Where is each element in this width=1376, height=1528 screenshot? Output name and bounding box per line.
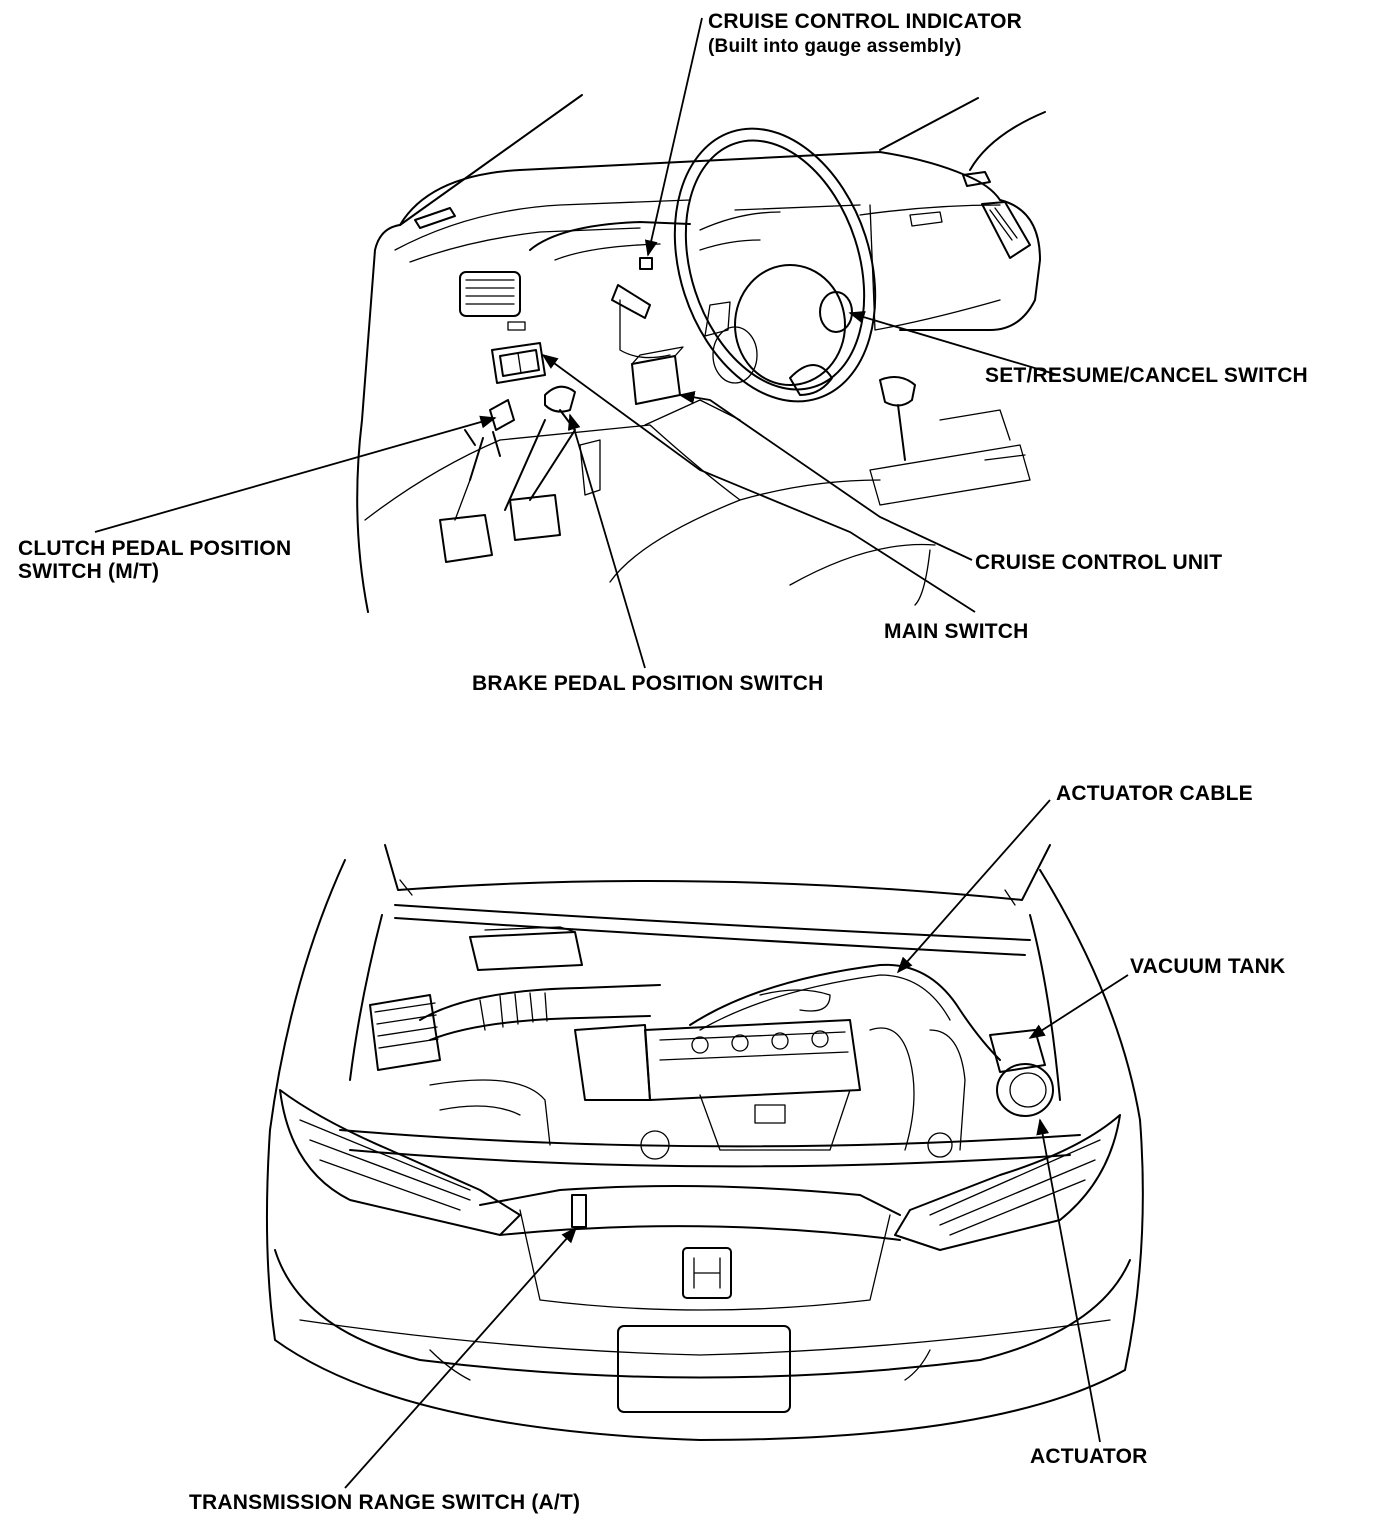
engine-bay-leader-lines — [344, 799, 1129, 1489]
cruise-control-indicator-note: (Built into gauge assembly) — [708, 36, 962, 57]
clutch-pedal-switch-label-line2: SWITCH (M/T) — [18, 560, 160, 583]
cruise-control-unit-label: CRUISE CONTROL UNIT — [975, 551, 1223, 574]
main-switch-label: MAIN SWITCH — [884, 620, 1029, 643]
vacuum-tank-label: VACUUM TANK — [1130, 955, 1286, 978]
set-resume-cancel-switch-label: SET/RESUME/CANCEL SWITCH — [985, 364, 1308, 387]
actuator-label: ACTUATOR — [1030, 1445, 1148, 1468]
dashboard-leader-lines — [94, 17, 1059, 669]
cruise-control-indicator-label: CRUISE CONTROL INDICATOR — [708, 10, 1022, 33]
brake-pedal-switch-label: BRAKE PEDAL POSITION SWITCH — [472, 672, 824, 695]
actuator-cable-label: ACTUATOR CABLE — [1056, 782, 1253, 805]
dashboard-illustration — [356, 94, 1046, 613]
transmission-range-switch-label: TRANSMISSION RANGE SWITCH (A/T) — [189, 1491, 581, 1514]
clutch-pedal-switch-label-line1: CLUTCH PEDAL POSITION — [18, 537, 292, 560]
engine-bay-illustration — [265, 844, 1144, 1441]
